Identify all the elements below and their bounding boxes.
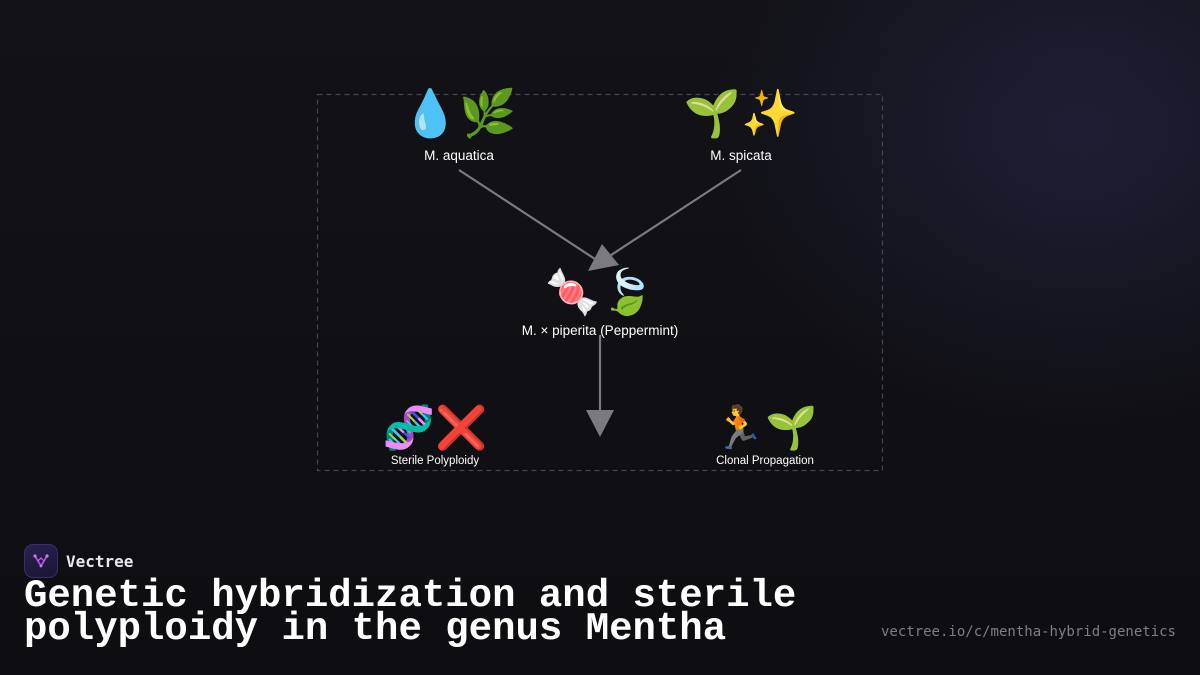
edge-aquatica-to-piperita bbox=[458, 169, 599, 262]
page-title: Genetic hybridization and sterile polypl… bbox=[24, 574, 797, 651]
node-spicata-label: M. spicata bbox=[710, 148, 772, 163]
node-piperita: 🍬🍃 M. × piperita (Peppermint) bbox=[480, 267, 720, 339]
vectree-logo-mark bbox=[33, 554, 49, 568]
vectree-logo-icon bbox=[24, 544, 58, 578]
candy-leaf-icon: 🍬🍃 bbox=[545, 267, 655, 318]
node-piperita-label: M. × piperita (Peppermint) bbox=[521, 323, 679, 338]
node-clonal-propagation: 🏃🌱 Clonal Propagation bbox=[665, 403, 865, 468]
dna-cross-icon: 🧬❌ bbox=[382, 403, 488, 452]
node-sterile-polyploidy: 🧬❌ Sterile Polyploidy bbox=[335, 403, 535, 468]
brand-name: Vectree bbox=[66, 551, 134, 571]
water-drop-herb-icon: 💧🌿 bbox=[401, 86, 517, 140]
node-clonal-label: Clonal Propagation bbox=[716, 455, 814, 467]
runner-seedling-icon: 🏃🌱 bbox=[712, 403, 818, 452]
node-spicata: 🌱✨ M. spicata bbox=[641, 90, 841, 163]
node-aquatica-label: M. aquatica bbox=[424, 148, 494, 163]
arrowhead-merge bbox=[588, 244, 619, 271]
brand: Vectree bbox=[24, 544, 133, 578]
source-url: vectree.io/c/mentha-hybrid-genetics bbox=[880, 624, 1176, 640]
node-aquatica: 💧🌿 M. aquatica bbox=[359, 90, 559, 163]
arrowhead-down bbox=[586, 410, 614, 437]
group-frame bbox=[316, 93, 884, 472]
node-sterile-label: Sterile Polyploidy bbox=[390, 455, 480, 467]
seedling-sparkles-icon: 🌱✨ bbox=[683, 86, 799, 140]
edge-spicata-to-piperita bbox=[601, 169, 742, 262]
